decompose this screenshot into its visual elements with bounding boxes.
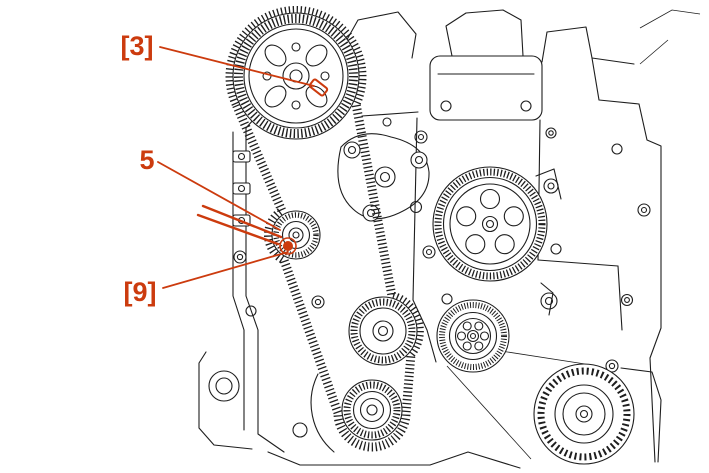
tensioner-pin — [283, 241, 293, 251]
alternator — [533, 363, 635, 465]
accessory-pulley — [436, 299, 510, 373]
idler-pulley — [348, 296, 418, 366]
camshaft-sprocket — [232, 12, 360, 140]
callout-3-leader-line — [159, 46, 315, 87]
cam-timing-mark — [308, 78, 329, 97]
water-pump — [337, 133, 430, 222]
callout-3-label: [3] — [121, 31, 154, 61]
tensioner-pin-ring — [279, 237, 297, 255]
tensioner-tool — [196, 204, 283, 246]
callout-5-label: 5 — [139, 145, 154, 175]
callout-5: 5 — [139, 145, 283, 246]
callout-5-leader-line — [157, 161, 281, 231]
timing-belt — [225, 6, 424, 452]
callout-9-label: [9] — [124, 277, 157, 307]
callout-9: [9] — [124, 237, 297, 307]
engine-block-outline — [198, 9, 701, 469]
crankshaft-sprocket — [341, 379, 403, 441]
callout-9-leader-line — [162, 251, 289, 289]
injection-pump-sprocket — [432, 166, 548, 282]
callout-3: [3] — [121, 31, 329, 97]
accessory-belt — [446, 350, 586, 460]
